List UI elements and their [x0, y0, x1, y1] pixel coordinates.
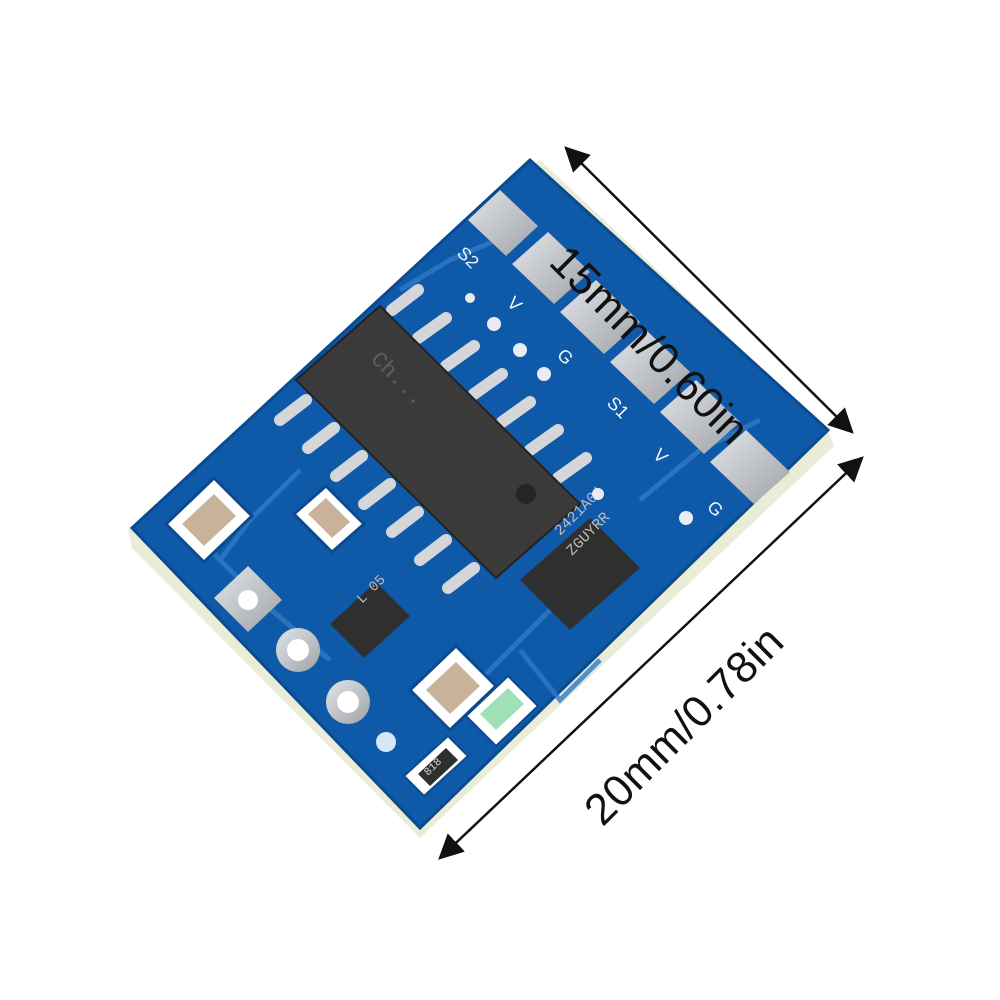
- capacitor-left: [163, 475, 255, 565]
- mounting-holes: [214, 566, 396, 752]
- height-dimension-arrow: [438, 456, 864, 860]
- ic-chip: Ch...: [274, 284, 592, 594]
- resistor: 818: [402, 734, 470, 798]
- transistor: L 05: [330, 572, 410, 658]
- width-dimension-arrow: [564, 146, 854, 434]
- solder-pads: [468, 190, 790, 504]
- vias: [465, 293, 693, 525]
- led: [464, 674, 540, 748]
- capacitor-bottom: [407, 643, 499, 733]
- capacitor-middle: [291, 483, 367, 555]
